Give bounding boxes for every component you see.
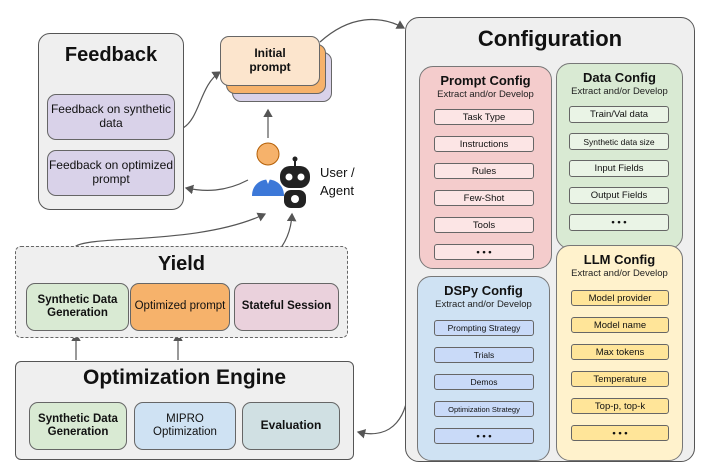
optimization-engine-panel: Optimization Engine Synthetic Data Gener…: [15, 361, 354, 460]
initial-prompt-stack: Initial prompt: [220, 36, 338, 106]
dspy-config-item: Demos: [434, 374, 534, 390]
dspy-config-subtitle: Extract and/or Develop: [435, 299, 532, 310]
llm-config-item: Model provider: [571, 290, 669, 306]
data-config-item: Train/Val data: [569, 106, 669, 123]
data-config-item: Input Fields: [569, 160, 669, 177]
engine-mipro-box: MIPRO Optimization: [134, 402, 236, 450]
llm-config-item: Top-p, top-k: [571, 398, 669, 414]
prompt-config-item: Tools: [434, 217, 534, 233]
data-config-item: Synthetic data size: [569, 133, 669, 150]
prompt-config-item: Task Type: [434, 109, 534, 125]
yield-panel: Yield Synthetic Data Generation Optimize…: [15, 246, 348, 338]
optimization-engine-title: Optimization Engine: [83, 366, 286, 389]
llm-config-subtitle: Extract and/or Develop: [571, 268, 668, 279]
user-agent-label: User / Agent: [320, 165, 355, 198]
dspy-config-item: Trials: [434, 347, 534, 363]
dspy-config-panel: DSPy Config Extract and/or Develop Promp…: [417, 276, 550, 461]
dspy-config-item: Optimization Strategy: [434, 401, 534, 417]
arrow-configuration-to-engine: [356, 369, 410, 439]
arrow-feedback-to-prompt: [182, 71, 222, 129]
prompt-config-title: Prompt Config: [440, 73, 531, 88]
user-agent: User / Agent: [246, 140, 356, 212]
configuration-title: Configuration: [477, 26, 623, 51]
data-config-title: Data Config: [583, 70, 656, 85]
feedback-title: Feedback: [64, 44, 158, 66]
arrow-prompt-to-configuration: [319, 18, 406, 43]
prompt-config-subtitle: Extract and/or Develop: [437, 89, 534, 100]
arrow-yield-synthetic-to-user: [75, 212, 267, 282]
prompt-config-panel: Prompt Config Extract and/or Develop Tas…: [419, 66, 552, 269]
yield-optimized-prompt-box: Optimized prompt: [130, 283, 230, 331]
llm-config-title: LLM Config: [583, 252, 656, 267]
yield-title: Yield: [157, 253, 206, 275]
engine-synthetic-data-box: Synthetic Data Generation: [29, 402, 127, 450]
llm-config-more: • • •: [571, 425, 669, 441]
feedback-optimized-prompt-box: Feedback on optimized prompt: [47, 150, 175, 196]
feedback-synthetic-data-box: Feedback on synthetic data: [47, 94, 175, 140]
llm-config-panel: LLM Config Extract and/or Develop Model …: [556, 245, 683, 461]
initial-prompt-card: Initial prompt: [220, 36, 320, 86]
arrow-user-to-feedback: [184, 179, 249, 195]
data-config-item: Output Fields: [569, 187, 669, 204]
data-config-more: • • •: [569, 214, 669, 231]
prompt-config-item: Few-Shot: [434, 190, 534, 206]
prompt-config-item: Rules: [434, 163, 534, 179]
prompt-config-more: • • •: [434, 244, 534, 260]
dspy-config-more: • • •: [434, 428, 534, 444]
prompt-config-item: Instructions: [434, 136, 534, 152]
data-config-subtitle: Extract and/or Develop: [571, 86, 668, 97]
data-config-panel: Data Config Extract and/or Develop Train…: [556, 63, 683, 249]
feedback-panel: Feedback Feedback on synthetic data Feed…: [38, 33, 184, 210]
configuration-panel: Configuration Prompt Config Extract and/…: [405, 17, 695, 462]
llm-config-item: Max tokens: [571, 344, 669, 360]
user-icon: [252, 142, 284, 196]
llm-config-item: Model name: [571, 317, 669, 333]
engine-evaluation-box: Evaluation: [242, 402, 340, 450]
yield-stateful-session-box: Stateful Session: [234, 283, 339, 331]
robot-icon: [280, 156, 310, 208]
yield-synthetic-data-box: Synthetic Data Generation: [26, 283, 129, 331]
llm-config-item: Temperature: [571, 371, 669, 387]
dspy-config-item: Prompting Strategy: [434, 320, 534, 336]
dspy-config-title: DSPy Config: [444, 283, 523, 298]
